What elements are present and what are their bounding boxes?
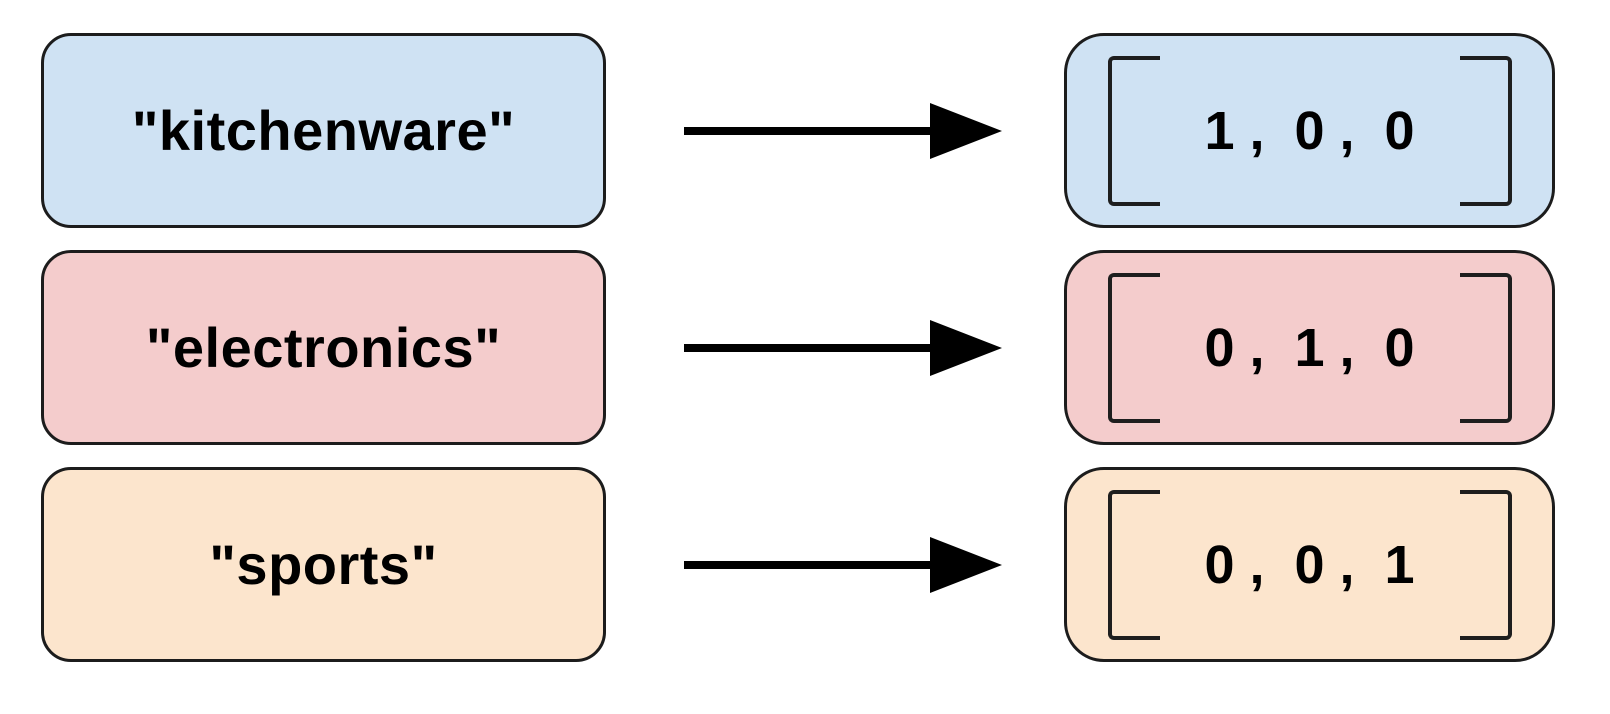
encoding-row-sports: "sports" 0 , 0 , 1 <box>0 467 1610 662</box>
right-arrow-icon <box>684 536 1002 593</box>
left-bracket-icon <box>1107 55 1160 206</box>
matrix-bracket-group: 1 , 0 , 0 <box>1107 55 1512 206</box>
vector-box-kitchenware: 1 , 0 , 0 <box>1064 33 1555 228</box>
vector-box-sports: 0 , 0 , 1 <box>1064 467 1555 662</box>
right-arrow-icon <box>684 102 1002 159</box>
category-label-electronics: "electronics" <box>145 316 502 379</box>
right-bracket-icon <box>1459 272 1512 423</box>
encoding-row-kitchenware: "kitchenware" 1 , 0 , 0 <box>0 33 1610 228</box>
category-label-box-sports: "sports" <box>41 467 606 662</box>
vector-values-sports: 0 , 0 , 1 <box>1204 534 1415 595</box>
vector-values-kitchenware: 1 , 0 , 0 <box>1204 100 1415 161</box>
matrix-bracket-group: 0 , 1 , 0 <box>1107 272 1512 423</box>
right-bracket-icon <box>1459 55 1512 206</box>
vector-box-electronics: 0 , 1 , 0 <box>1064 250 1555 445</box>
right-bracket-icon <box>1459 489 1512 640</box>
left-bracket-icon <box>1107 272 1160 423</box>
vector-values-electronics: 0 , 1 , 0 <box>1204 317 1415 378</box>
right-arrow-icon <box>684 319 1002 376</box>
category-label-sports: "sports" <box>209 533 438 596</box>
encoding-row-electronics: "electronics" 0 , 1 , 0 <box>0 250 1610 445</box>
matrix-bracket-group: 0 , 0 , 1 <box>1107 489 1512 640</box>
left-bracket-icon <box>1107 489 1160 640</box>
category-label-box-electronics: "electronics" <box>41 250 606 445</box>
category-label-box-kitchenware: "kitchenware" <box>41 33 606 228</box>
category-label-kitchenware: "kitchenware" <box>131 99 516 162</box>
